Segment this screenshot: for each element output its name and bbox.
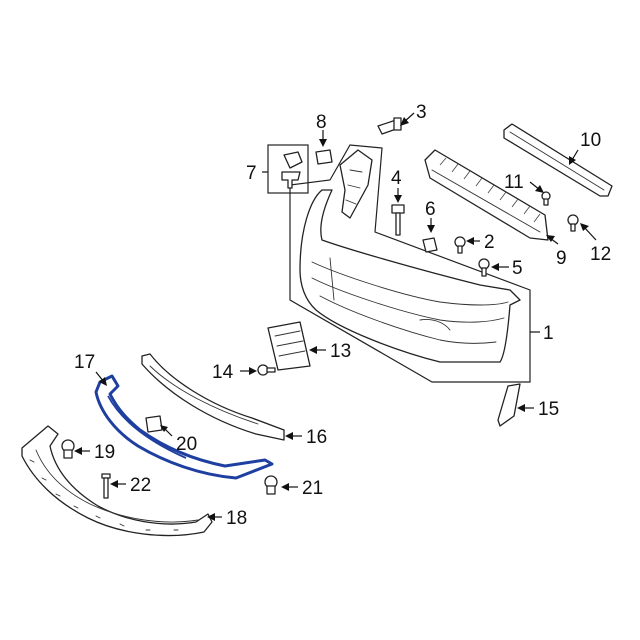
grille-trim [141,353,285,441]
fastener-2 [454,236,466,254]
air-deflector-highlighted [94,374,274,480]
clip-group-box [267,144,309,194]
bolt-3 [377,117,402,135]
clip-20 [145,415,163,433]
bolt-4 [391,204,405,236]
callout-10: 10 [580,130,601,151]
retainer-19 [61,439,75,459]
clip-upper [283,151,303,169]
bumper-bracket [339,149,373,219]
callout-3: 3 [416,102,427,123]
callout-14: 14 [212,362,234,383]
callout-13: 13 [330,341,351,362]
nut-6 [422,237,438,253]
reinforcement-bar [503,123,613,197]
retainer-21 [264,475,278,495]
fastener-5 [478,258,490,277]
callout-11: 11 [504,172,524,193]
callout-6: 6 [425,199,436,220]
callout-18: 18 [226,508,247,529]
callout-9: 9 [556,248,567,269]
license-bracket [267,321,311,371]
bolt-11 [541,191,551,206]
callout-22: 22 [130,475,151,496]
pin-22 [101,473,111,499]
leader-lines [74,112,597,521]
bumper-cover [299,189,521,363]
callout-16: 16 [306,427,327,448]
callout-1: 1 [543,323,554,344]
side-trim [497,383,521,427]
lower-valance [21,425,213,537]
callout-20: 20 [176,434,197,455]
callout-17: 17 [74,352,95,373]
bolt-12 [567,214,579,232]
energy-absorber [424,149,549,241]
clip-lower [281,171,301,189]
screw-14 [257,364,276,376]
callout-4: 4 [391,168,402,189]
callout-19: 19 [94,442,115,463]
callout-8: 8 [316,112,327,133]
callout-5: 5 [512,258,523,279]
callout-7: 7 [246,163,257,184]
clip-8 [315,149,333,165]
bumper-group-frame [289,144,531,383]
callout-15: 15 [538,399,559,420]
callout-12: 12 [590,244,611,265]
callout-21: 21 [302,478,323,499]
callout-2: 2 [484,232,495,253]
